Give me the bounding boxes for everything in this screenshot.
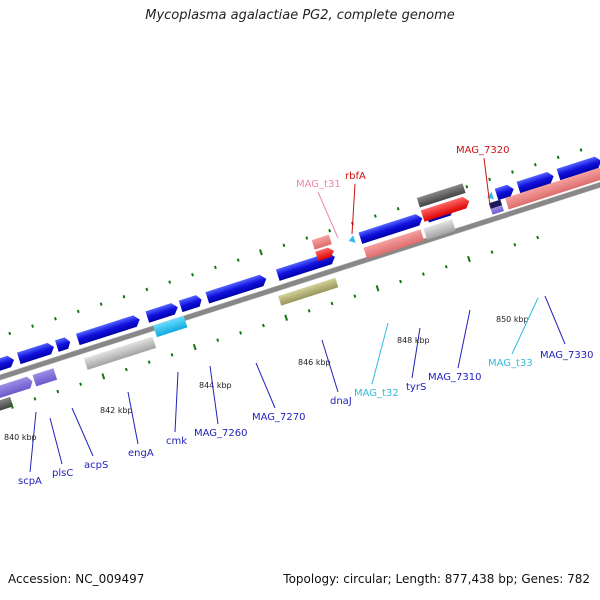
gene-label: plsC xyxy=(52,468,73,479)
gene-arrow xyxy=(145,303,178,323)
rrna-arrow xyxy=(315,247,335,262)
gene-label: tyrS xyxy=(406,382,426,393)
trna-arrow xyxy=(487,191,494,200)
gene-arrow xyxy=(0,376,33,398)
gene-block xyxy=(0,396,14,416)
leader-lines xyxy=(29,157,566,473)
gene-block xyxy=(311,234,332,250)
gene-block xyxy=(363,229,425,260)
gene-arrow xyxy=(55,337,71,352)
gene-block xyxy=(416,183,466,208)
gene-label: rbfA xyxy=(345,171,366,182)
map-title: Mycoplasma agalactiae PG2, complete geno… xyxy=(145,8,455,23)
gene-label: scpA xyxy=(18,476,42,487)
gene-block xyxy=(423,219,456,240)
forward-track xyxy=(0,156,600,374)
gene-label: acpS xyxy=(84,460,108,471)
scale-label: 842 kbp xyxy=(100,406,133,415)
gene-arrow xyxy=(358,214,423,244)
reverse-track xyxy=(0,167,600,416)
gene-label: MAG_7310 xyxy=(428,372,482,383)
scale-label: 844 kbp xyxy=(199,381,232,390)
trna-block xyxy=(153,315,188,338)
gene-label: MAG_t33 xyxy=(488,358,533,369)
gene-arrow xyxy=(75,315,140,346)
gene-arrow xyxy=(494,184,514,201)
gene-arrow xyxy=(178,295,202,313)
gene-arrow xyxy=(16,342,55,365)
accession-label: Accession: NC_009497 xyxy=(8,572,145,586)
genome-stats-label: Topology: circular; Length: 877,438 bp; … xyxy=(283,572,590,586)
gene-arrow xyxy=(0,355,15,374)
genome-backbone xyxy=(0,168,600,395)
gene-label: dnaJ xyxy=(330,396,352,407)
trna-arrow xyxy=(348,235,356,243)
scale-label: 840 kbp xyxy=(4,433,37,442)
gene-labels: scpA plsC acpS engA cmk MAG_7260 MAG_727… xyxy=(18,145,594,487)
gene-block xyxy=(488,199,503,209)
scale-label: 850 kbp xyxy=(496,315,529,324)
gene-block xyxy=(32,368,58,387)
gene-label: cmk xyxy=(166,436,187,447)
gene-label: MAG_7260 xyxy=(194,428,248,439)
gene-label: MAG_7270 xyxy=(252,412,306,423)
tick-row-inner xyxy=(10,235,540,409)
gene-block xyxy=(83,336,157,370)
scale-label: 848 kbp xyxy=(397,336,430,345)
gene-label: MAG_7330 xyxy=(540,350,594,361)
scale-labels: 840 kbp 842 kbp 844 kbp 846 kbp 848 kbp … xyxy=(4,315,529,442)
gene-block xyxy=(278,277,339,306)
tick-row-outer-2 xyxy=(8,148,583,336)
gene-block xyxy=(490,205,504,215)
gene-arrow xyxy=(516,171,554,194)
gene-label: MAG_7320 xyxy=(456,145,510,156)
gene-label: MAG_t32 xyxy=(354,388,399,399)
gene-block xyxy=(505,167,600,210)
scale-label: 846 kbp xyxy=(298,358,331,367)
gene-arrow xyxy=(556,156,600,181)
gene-arrow xyxy=(205,274,267,304)
rrna-arrow xyxy=(420,196,470,222)
gene-label: MAG_t31 xyxy=(296,179,341,190)
gene-label: engA xyxy=(128,448,154,459)
